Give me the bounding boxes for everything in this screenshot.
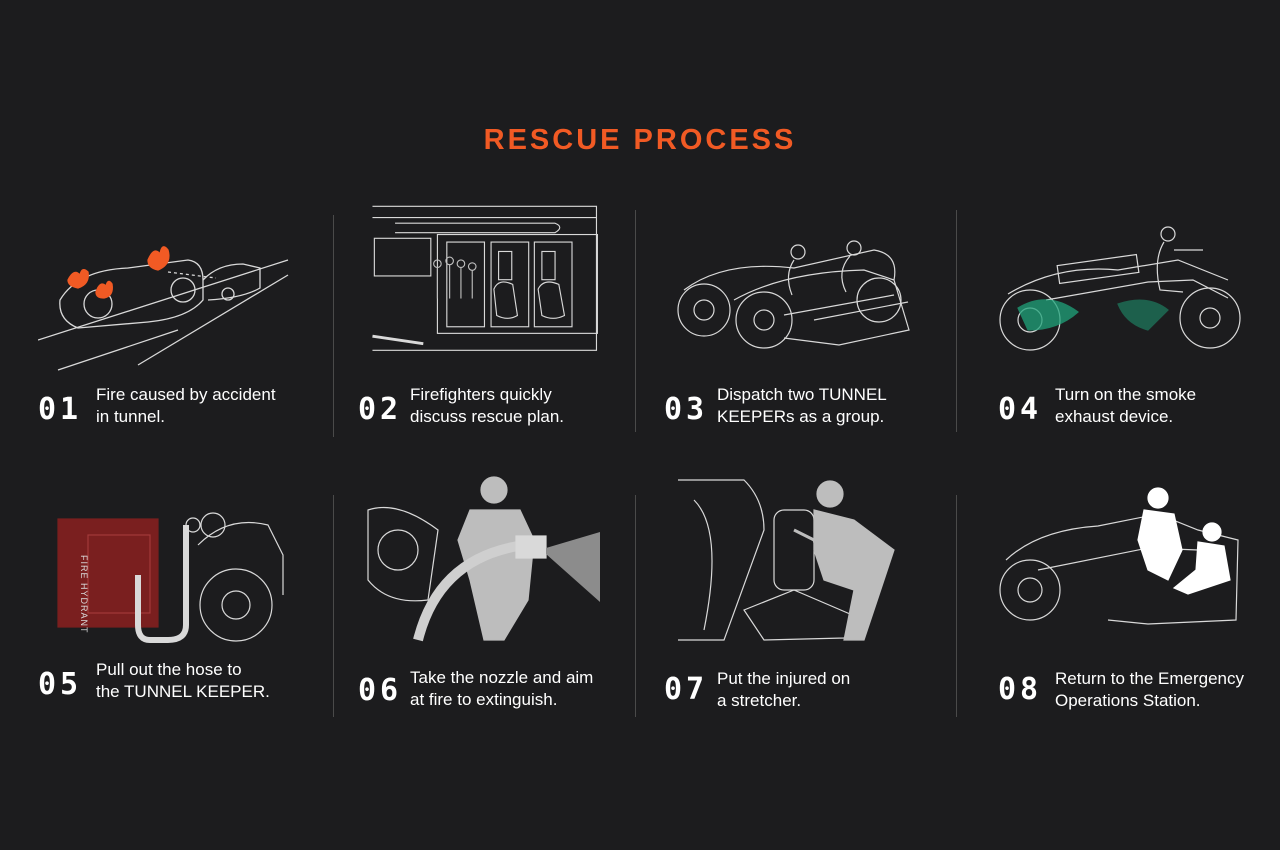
- divider: [956, 210, 957, 432]
- step-caption: Take the nozzle and aim at fire to extin…: [410, 668, 594, 709]
- step-number: 04: [998, 392, 1043, 427]
- step-number: 06: [358, 673, 403, 708]
- step-card-04: 04 Turn on the smoke exhaust device.: [998, 220, 1280, 470]
- nozzle-spray-icon: [358, 470, 658, 650]
- divider: [333, 215, 334, 437]
- stretcher-icon: [664, 470, 964, 650]
- step-number: 02: [358, 392, 403, 427]
- divider: [956, 495, 957, 717]
- step-caption: Dispatch two TUNNEL KEEPERs as a group.: [717, 385, 887, 426]
- two-vehicles-icon: [664, 220, 964, 380]
- page-title: RESCUE PROCESS: [483, 124, 797, 156]
- fire-hydrant-hose-icon: FIRE HYDRANT: [38, 495, 338, 655]
- step-card-05: FIRE HYDRANT 05 Pull out the hose to the…: [38, 495, 338, 745]
- step-card-02: 02 Firefighters quickly discuss rescue p…: [358, 195, 658, 445]
- step-card-03: 03 Dispatch two TUNNEL KEEPERs as a grou…: [664, 220, 964, 470]
- return-vehicle-icon: [998, 470, 1280, 650]
- car-crash-fire-icon: [38, 220, 338, 380]
- step-card-01: 01 Fire caused by accident in tunnel.: [38, 220, 338, 470]
- step-number: 08: [998, 672, 1043, 707]
- step-card-08: 08 Return to the Emergency Operations St…: [998, 470, 1280, 720]
- smoke-exhaust-icon: [998, 220, 1280, 380]
- step-card-06: 06 Take the nozzle and aim at fire to ex…: [358, 470, 658, 720]
- step-card-07: 07 Put the injured on a stretcher.: [664, 470, 964, 720]
- step-number: 05: [38, 667, 83, 702]
- step-caption: Firefighters quickly discuss rescue plan…: [410, 385, 565, 426]
- step-caption: Return to the Emergency Operations Stati…: [1055, 669, 1244, 710]
- fire-station-icon: [358, 195, 658, 355]
- step-caption: Pull out the hose to the TUNNEL KEEPER.: [96, 660, 270, 701]
- hydrant-label: FIRE HYDRANT: [79, 555, 89, 634]
- step-caption: Put the injured on a stretcher.: [717, 669, 851, 710]
- divider: [333, 495, 334, 717]
- step-caption: Fire caused by accident in tunnel.: [96, 385, 276, 426]
- divider: [635, 210, 636, 432]
- divider: [635, 495, 636, 717]
- step-number: 07: [664, 672, 709, 707]
- step-number: 03: [664, 392, 709, 427]
- step-number: 01: [38, 392, 83, 427]
- step-caption: Turn on the smoke exhaust device.: [1055, 385, 1197, 426]
